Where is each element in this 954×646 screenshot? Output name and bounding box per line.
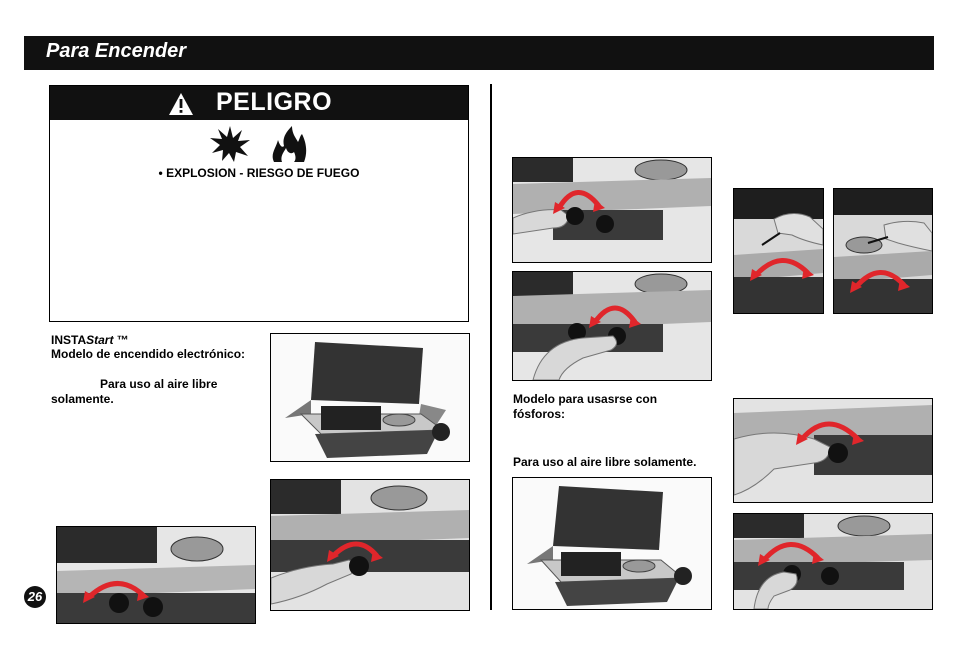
danger-bar: PELIGRO <box>50 86 468 120</box>
photo-stove-instastart <box>270 333 470 462</box>
column-divider <box>490 84 492 610</box>
hazard-text: • EXPLOSION - RIESGO DE FUEGO <box>158 166 360 180</box>
photo-knob-left <box>56 526 256 624</box>
instastart-outdoor-2: solamente. <box>51 392 114 406</box>
matches-model-2: fósforos: <box>513 407 565 421</box>
danger-title: PELIGRO <box>216 88 333 116</box>
section-title: Para Encender <box>46 40 187 62</box>
photo-matches-knob-1 <box>512 157 712 263</box>
page-number: 26 <box>24 586 46 608</box>
photo-lighting-match-1 <box>733 188 824 314</box>
danger-box: PELIGRO • EXPLOSION - RIESGO DE FUEGO <box>49 85 469 322</box>
photo-matches-knob-2 <box>512 271 712 381</box>
warning-triangle-icon <box>169 93 193 115</box>
matches-model-1: Modelo para usasrse con <box>513 392 658 406</box>
matches-outdoor: Para uso al aire libre solamente. <box>513 455 697 469</box>
brand-italic: Start <box>86 333 114 347</box>
hazard-icons <box>210 126 308 162</box>
photo-knob-hand-middle <box>270 479 470 611</box>
explosion-icon <box>210 126 250 162</box>
instastart-outdoor: Para uso al aire libre <box>100 377 218 391</box>
fire-icon <box>273 126 307 162</box>
photo-hand-knob-wide-2 <box>733 513 933 610</box>
instastart-label: INSTAStart ™ <box>51 333 129 348</box>
photo-lighting-match-2 <box>833 188 933 314</box>
brand-prefix: INSTA <box>51 333 87 347</box>
brand-suffix: ™ <box>113 333 129 347</box>
section-header: Para Encender <box>24 36 934 70</box>
instastart-model: Modelo de encendido electrónico: <box>51 347 246 361</box>
photo-stove-matches <box>512 477 712 610</box>
photo-hand-knob-wide-1 <box>733 398 933 503</box>
